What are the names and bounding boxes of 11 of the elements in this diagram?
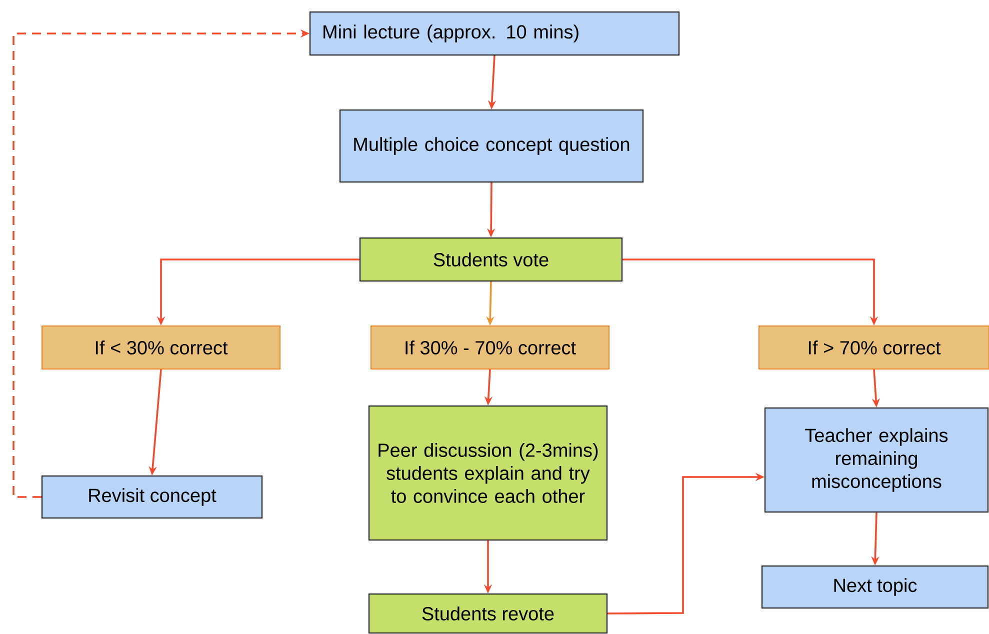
- condition-box: If < 30% correct: [42, 326, 280, 370]
- process-box: Mini lecture (approx. 10 mins): [310, 12, 680, 56]
- process-box: Students vote: [360, 238, 622, 282]
- condition-box: If 30% - 70% correct: [370, 326, 610, 370]
- process-box: Students revote: [368, 593, 608, 634]
- process-box: Peer discussion (2-3mins) students explain and try to convince each other: [368, 406, 608, 540]
- process-box: Next topic: [762, 565, 988, 608]
- condition-box: If > 70% correct: [758, 326, 989, 370]
- process-box: Revisit concept: [42, 475, 262, 518]
- process-box: Multiple choice concept question: [340, 110, 644, 182]
- process-box: Teacher explains remaining misconceptions: [764, 408, 988, 512]
